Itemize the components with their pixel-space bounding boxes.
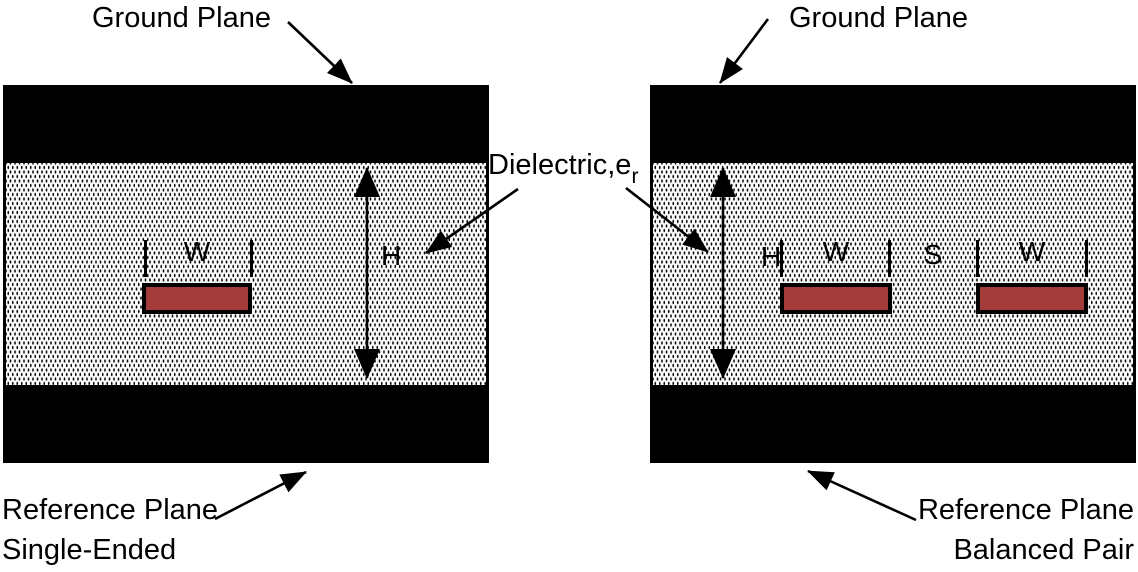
dielectric-label-subscript: r — [631, 164, 639, 188]
reference-plane-bar-right — [653, 385, 1133, 460]
signal-trace-single — [142, 283, 252, 314]
ground-plane-bar-right — [653, 88, 1133, 163]
width-label-right-2: W — [1018, 236, 1046, 267]
dielectric-region-left — [6, 163, 486, 385]
reference-plane-arrow-right — [807, 469, 917, 522]
ground-plane-label-left: Ground Plane — [92, 2, 271, 34]
height-label-right: H — [761, 241, 782, 272]
balanced-pair-stackup — [650, 85, 1136, 463]
caption-balanced-pair: Balanced Pair — [953, 534, 1134, 566]
ground-plane-arrow-left — [287, 21, 353, 84]
ground-plane-arrow-right — [718, 18, 770, 84]
width-tick — [1085, 240, 1088, 277]
ground-plane-label-right: Ground Plane — [789, 2, 968, 34]
dielectric-region-right — [653, 163, 1133, 385]
width-label-left: W — [183, 236, 211, 267]
signal-trace-pair-1 — [780, 283, 892, 314]
caption-single-ended: Single-Ended — [2, 534, 177, 566]
signal-trace-pair-2 — [976, 283, 1088, 314]
reference-plane-label-left: Reference Plane — [2, 494, 219, 526]
reference-plane-bar-left — [6, 385, 486, 460]
reference-plane-arrow-left — [214, 470, 307, 521]
spacing-label: S — [923, 239, 943, 270]
single-ended-stackup — [3, 85, 489, 463]
width-label-right-1: W — [822, 236, 850, 267]
width-tick — [780, 240, 783, 277]
dielectric-label: Dielectric,er — [488, 149, 638, 187]
dielectric-label-text: Dielectric,e — [488, 149, 632, 181]
reference-plane-label-right: Reference Plane — [917, 494, 1134, 526]
ground-plane-bar-left — [6, 88, 486, 163]
height-label-left: H — [381, 240, 402, 271]
width-tick — [144, 240, 147, 277]
width-tick — [976, 240, 979, 277]
width-tick — [250, 240, 253, 277]
width-tick — [888, 240, 891, 277]
